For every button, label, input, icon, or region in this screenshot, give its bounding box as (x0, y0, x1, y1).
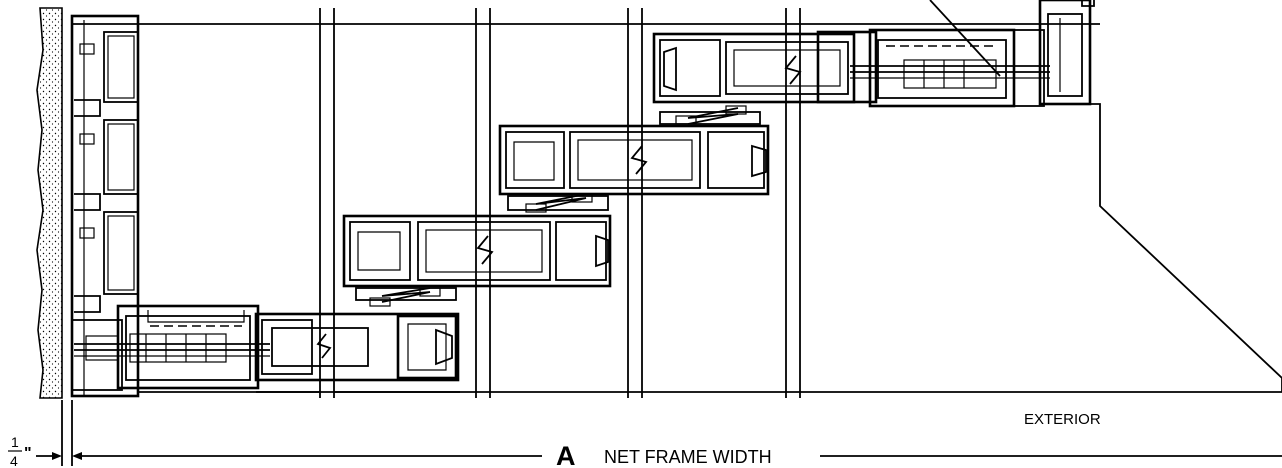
dimension-text: NET FRAME WIDTH (604, 447, 772, 467)
door-panel-4 (652, 32, 856, 104)
exterior-label: EXTERIOR (1024, 411, 1101, 428)
dimension-line (36, 400, 1282, 466)
gap-denominator: 4 (10, 453, 18, 468)
wall-substrate (36, 7, 63, 399)
gap-inch-mark: " (24, 445, 32, 462)
dimension-letter: A (556, 441, 576, 468)
sill-outline (138, 103, 1282, 393)
jamb-frame (70, 14, 1100, 398)
door-panel-2 (342, 214, 612, 288)
interlock-1 (355, 287, 457, 307)
top-right-receiver (816, 0, 1095, 108)
gap-fraction: 1 4 " (8, 434, 32, 468)
left-track-carrier (71, 304, 270, 391)
door-panel-1 (254, 312, 460, 393)
gap-numerator: 1 (11, 434, 19, 450)
interlock-2 (507, 193, 609, 213)
interlock-3 (659, 105, 761, 125)
section-cut-lines (319, 8, 801, 398)
door-panel-3 (498, 124, 770, 196)
